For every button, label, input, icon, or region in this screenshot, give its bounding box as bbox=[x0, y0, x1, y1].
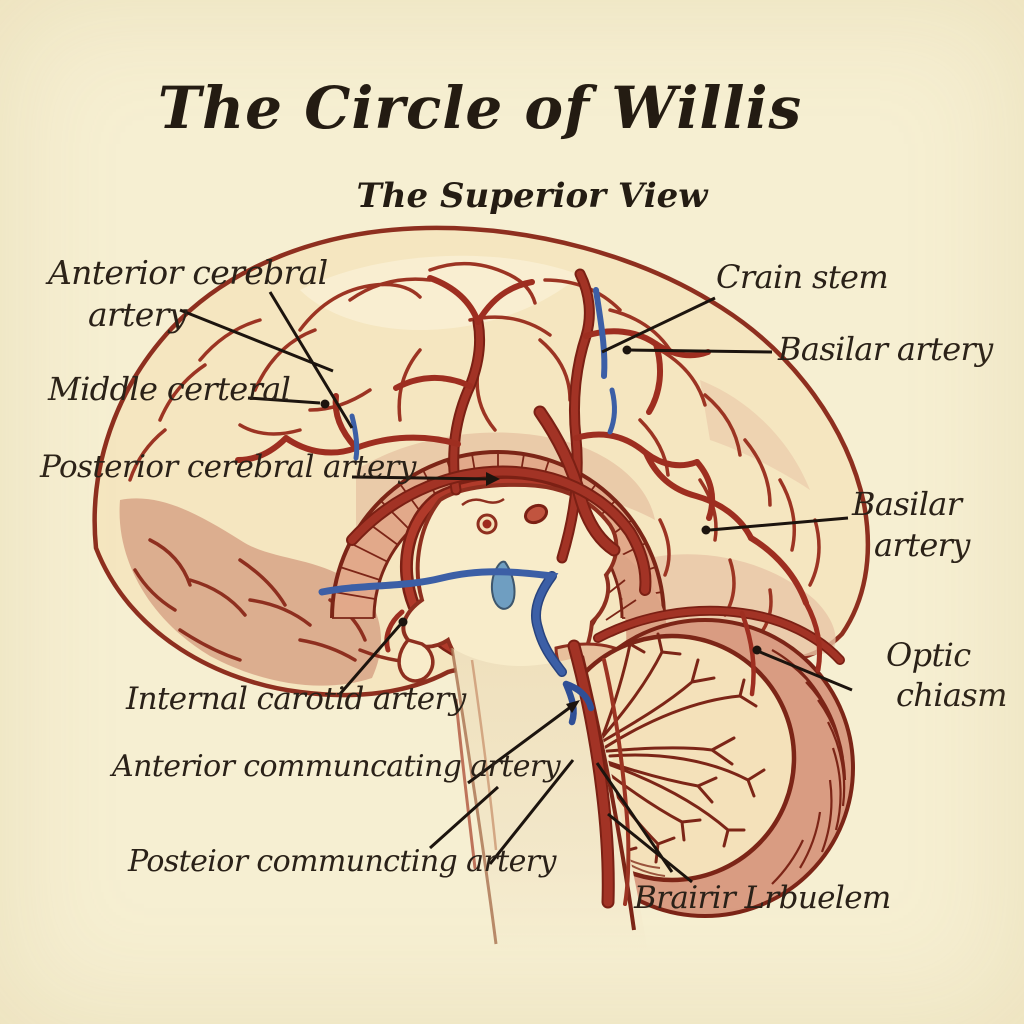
label-basilar-artery-right-line1: Basilar bbox=[852, 485, 962, 523]
label-basilar-artery-right-line2: artery bbox=[874, 526, 970, 564]
page-title: The Circle of Willis bbox=[157, 74, 803, 142]
page-subtitle: The Superior View bbox=[356, 176, 708, 216]
label-middle-certeral: Middle certeral bbox=[48, 370, 291, 408]
label-internal-carotid-artery: Internal carotid artery bbox=[126, 681, 466, 717]
label-posterior-communicating-artery: Posteior communcting artery bbox=[128, 844, 556, 879]
label-optic-chiasm-line2: chiasm bbox=[896, 676, 1007, 714]
leader-lines bbox=[179, 291, 853, 884]
label-anterior-cerebral-line2: artery bbox=[88, 295, 187, 334]
label-anterior-communicating-artery: Anterior communcating artery bbox=[112, 749, 561, 784]
leader-dots bbox=[320, 345, 762, 713]
label-posterior-cerebral-artery: Posterior cerebral artery bbox=[40, 449, 416, 485]
label-brain-stem-bottom: Brairir Lrbuelem bbox=[634, 880, 891, 916]
label-crain-stem: Crain stem bbox=[716, 258, 889, 296]
label-optic-chiasm-line1: Optic bbox=[886, 636, 971, 674]
cerebellum bbox=[547, 618, 855, 918]
label-anterior-cerebral-line1: Anterior cerebral bbox=[48, 253, 328, 292]
arteries bbox=[235, 268, 845, 909]
label-basilar-artery-upper: Basilar artery bbox=[778, 330, 993, 368]
